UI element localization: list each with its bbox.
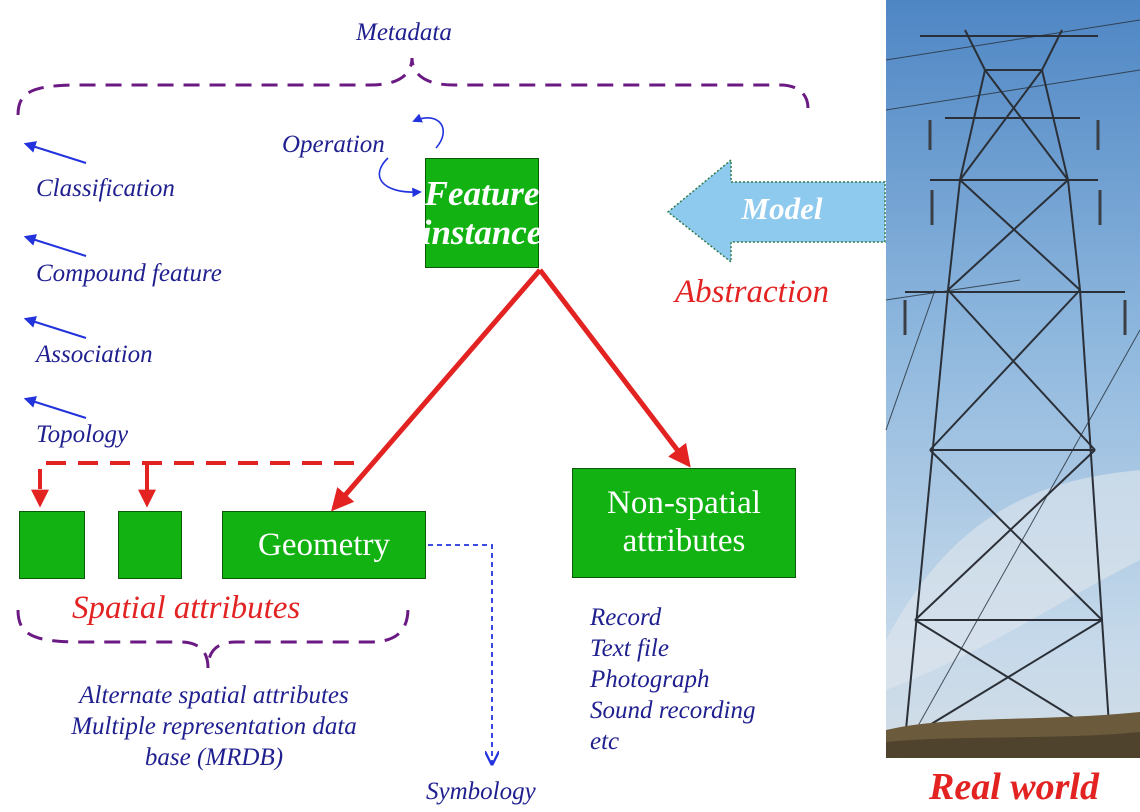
association-label: Association xyxy=(36,341,153,368)
spatial-attribute-box-1 xyxy=(19,511,85,579)
feature-instance-line-2: instance xyxy=(421,213,543,252)
metadata-brace xyxy=(16,57,810,116)
geometry-box: Geometry xyxy=(222,511,426,579)
model-arrow xyxy=(666,158,886,264)
mrdb-text: Alternate spatial attributes Multiple re… xyxy=(10,680,418,773)
model-label: Model xyxy=(741,191,823,226)
operation-label: Operation xyxy=(282,131,385,158)
sound-recording-item: Sound recording xyxy=(590,697,756,724)
classification-label: Classification xyxy=(36,175,175,202)
mrdb-line-1: Alternate spatial attributes xyxy=(79,682,349,709)
operation-loop-bottom xyxy=(378,157,422,198)
non-spatial-line-1: Non-spatial xyxy=(607,485,761,522)
to-non-spatial-arrow xyxy=(538,268,691,468)
compound-feature-arrow xyxy=(23,234,87,257)
text-file-item: Text file xyxy=(590,635,669,662)
non-spatial-attributes-box: Non-spatial attributes xyxy=(572,468,796,578)
abstraction-label: Abstraction xyxy=(675,274,829,310)
topology-arrow xyxy=(23,396,87,419)
topology-label: Topology xyxy=(36,421,129,448)
spatial-attribute-box-2 xyxy=(118,511,182,579)
non-spatial-list: Record Text file Photograph Sound record… xyxy=(590,602,756,757)
record-item: Record xyxy=(590,604,662,631)
spatial-brace xyxy=(16,607,410,669)
geometry-label: Geometry xyxy=(258,526,390,563)
mrdb-line-2: Multiple representation data xyxy=(71,713,357,740)
feature-instance-line-1: Feature xyxy=(424,173,540,213)
mrdb-line-3: base (MRDB) xyxy=(144,744,284,771)
to-geometry-arrow xyxy=(331,268,542,512)
compound-feature-label: Compound feature xyxy=(36,260,222,287)
metadata-label: Metadata xyxy=(356,19,452,46)
operation-loop-top xyxy=(412,113,444,149)
etc-item: etc xyxy=(590,728,620,755)
transmission-tower-photo xyxy=(885,0,1140,759)
spatial-attributes-label: Spatial attributes xyxy=(72,590,301,626)
spatial-dashed-connector xyxy=(31,461,354,508)
non-spatial-line-2: attributes xyxy=(622,523,746,559)
symbology-label: Symbology xyxy=(426,778,536,805)
real-world-label: Real world xyxy=(929,766,1099,808)
feature-instance-box: Feature instance xyxy=(422,158,542,268)
classification-arrow xyxy=(23,141,87,164)
symbology-dashed-arrow xyxy=(428,544,492,764)
association-arrow xyxy=(23,316,87,339)
photograph-item: Photograph xyxy=(590,666,710,693)
